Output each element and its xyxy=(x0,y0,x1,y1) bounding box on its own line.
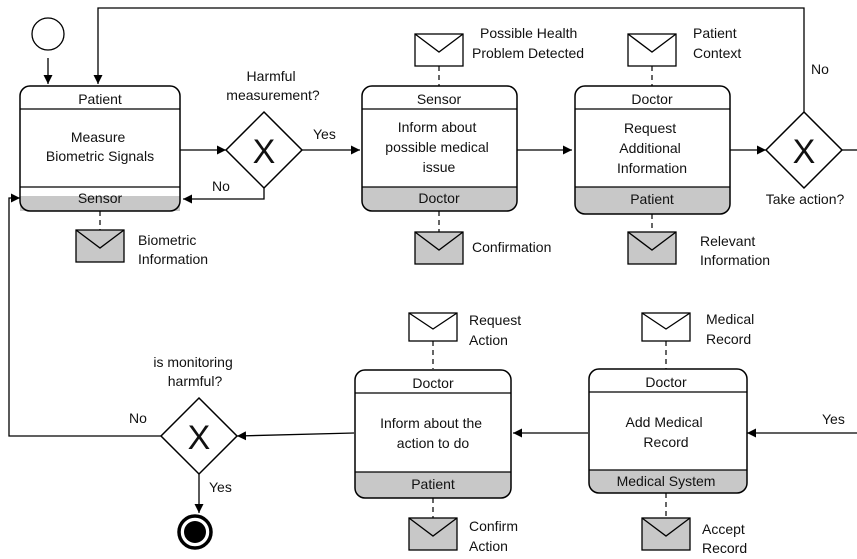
task-bottom-participant: Patient xyxy=(630,191,674,207)
end-event xyxy=(177,514,213,550)
gateway-label: Take action? xyxy=(766,191,845,207)
flow-monitoring-no-loop xyxy=(8,193,161,437)
flow-inform-action-to-monitoring-gateway xyxy=(236,431,355,441)
task-top-participant: Doctor xyxy=(631,91,673,107)
message-label: Possible Health Problem Detected xyxy=(472,25,584,61)
task-bottom-participant: Doctor xyxy=(418,190,460,206)
flow-take-action-no-loop xyxy=(93,7,805,112)
flow-label-yes: Yes xyxy=(822,411,845,427)
flow-labels: Yes No No Yes No Yes xyxy=(129,61,845,495)
message-label: Relevant Information xyxy=(700,233,770,268)
message-label: Patient Context xyxy=(693,25,741,61)
gateway-label: is monitoring harmful? xyxy=(153,354,236,389)
task-bottom-participant: Sensor xyxy=(78,190,123,206)
message-request-action[interactable]: Request Action xyxy=(408,312,525,348)
task-request-additional-information[interactable]: Doctor Request Additional Information Pa… xyxy=(574,85,731,215)
message-confirmation[interactable]: Confirmation xyxy=(414,231,551,265)
task-name: Add Medical Record xyxy=(626,414,707,450)
message-patient-context[interactable]: Patient Context xyxy=(627,25,741,67)
task-top-participant: Doctor xyxy=(645,374,687,390)
message-biometric-information[interactable]: Biometric Information xyxy=(75,229,208,267)
task-name: Request Additional Information xyxy=(617,120,687,176)
task-inform-action[interactable]: Doctor Inform about the action to do Pat… xyxy=(354,369,512,499)
flow-label-yes: Yes xyxy=(313,126,336,142)
message-accept-record[interactable]: Accept Record xyxy=(641,517,749,556)
task-bottom-participant: Patient xyxy=(411,476,455,492)
task-name: Inform about possible medical issue xyxy=(385,119,492,175)
flow-label-no: No xyxy=(129,410,147,426)
message-label: Medical Record xyxy=(706,311,758,347)
flow-label-yes: Yes xyxy=(209,479,232,495)
task-name: Measure Biometric Signals xyxy=(46,129,154,164)
task-measure-biometric-signals[interactable]: Patient Measure Biometric Signals Sensor xyxy=(19,85,181,212)
message-medical-record[interactable]: Medical Record xyxy=(641,311,758,347)
task-inform-possible-issue[interactable]: Sensor Inform about possible medical iss… xyxy=(361,85,518,212)
message-label: Confirm Action xyxy=(469,518,522,554)
message-associations xyxy=(99,66,667,518)
message-possible-health-problem[interactable]: Possible Health Problem Detected xyxy=(414,25,584,67)
gateway-harmful-measurement[interactable]: X Harmful measurement? xyxy=(224,68,320,190)
sequence-flows xyxy=(8,7,857,513)
gateway-take-action[interactable]: X Take action? xyxy=(764,110,845,207)
gateway-monitoring-harmful[interactable]: X is monitoring harmful? xyxy=(153,354,239,476)
task-bottom-participant: Medical System xyxy=(617,473,716,489)
task-add-medical-record[interactable]: Doctor Add Medical Record Medical System xyxy=(588,368,748,494)
message-label: Confirmation xyxy=(472,239,551,255)
task-top-participant: Sensor xyxy=(417,91,462,107)
message-label: Biometric Information xyxy=(138,232,208,267)
task-name: Inform about the action to do xyxy=(380,415,486,451)
gateway-x-symbol: X xyxy=(188,419,211,457)
task-top-participant: Doctor xyxy=(412,375,454,391)
message-relevant-information[interactable]: Relevant Information xyxy=(627,231,770,268)
flow-label-no: No xyxy=(811,61,829,77)
flow-label-no: No xyxy=(212,178,230,194)
start-event xyxy=(31,17,65,51)
gateway-x-symbol: X xyxy=(793,133,816,171)
gateway-label: Harmful measurement? xyxy=(226,68,320,103)
message-confirm-action[interactable]: Confirm Action xyxy=(408,517,522,554)
flow-harmful-no-back-to-measure xyxy=(183,188,265,204)
task-top-participant: Patient xyxy=(78,91,122,107)
message-label: Request Action xyxy=(469,312,525,348)
message-label: Accept Record xyxy=(702,521,749,556)
gateway-x-symbol: X xyxy=(253,133,276,171)
